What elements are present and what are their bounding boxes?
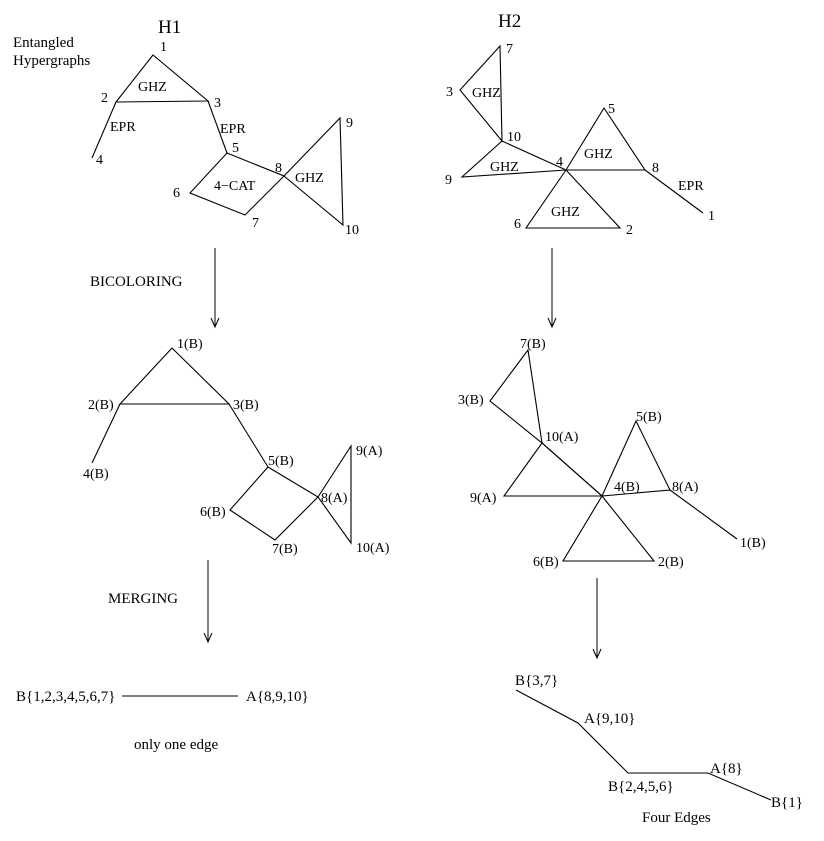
h2c-node-6: 6(B)	[533, 555, 559, 570]
h1m-caption: only one edge	[134, 737, 218, 753]
h2c-triangle-3-7-10	[489, 348, 543, 445]
h1-ghz-triangle-right	[283, 116, 344, 227]
h2-node-4: 4	[556, 155, 563, 170]
h2c-node-8: 8(A)	[672, 480, 699, 495]
h2c-triangle-9-10-4	[502, 442, 604, 497]
h2-edge-label-ghz-right: GHZ	[584, 147, 613, 162]
h2c-node-3: 3(B)	[458, 393, 484, 408]
h1-epr-edge-3-5	[207, 100, 228, 154]
h2c-node-7: 7(B)	[520, 337, 546, 352]
h1c-node-4: 4(B)	[83, 467, 109, 482]
h1c-square	[229, 466, 319, 541]
h1-edge-label-4cat: 4−CAT	[214, 179, 256, 194]
h1c-edge-3-5	[228, 403, 269, 468]
h1-epr-edge-2-4	[91, 101, 117, 159]
h1-node-1: 1	[160, 40, 167, 55]
h2-node-6: 6	[514, 217, 521, 232]
h2-node-2: 2	[626, 223, 633, 238]
h1-node-8: 8	[275, 161, 282, 176]
h1-node-4: 4	[96, 153, 103, 168]
h1-merging-arrow	[203, 560, 213, 644]
intro-label-line2: Hypergraphs	[13, 53, 90, 69]
h1c-node-3: 3(B)	[233, 398, 259, 413]
h2-ghz-triangle-9-10-4	[460, 140, 567, 178]
h1-graph: 1 2 3 4 5 6 7 8 9 10 GHZ EPR EPR 4−CAT G…	[91, 40, 359, 238]
h2c-node-1: 1(B)	[740, 536, 766, 551]
h2-ghz-triangle-4-5-8	[565, 106, 647, 171]
h2c-node-4: 4(B)	[614, 480, 640, 495]
h2-node-1: 1	[708, 209, 715, 224]
bicoloring-label: BICOLORING	[90, 274, 183, 290]
h2-node-7: 7	[506, 42, 513, 57]
h2-epr-edge-8-1	[644, 169, 704, 214]
h1c-node-5: 5(B)	[268, 454, 294, 469]
h2c-triangle-4-6-2	[562, 495, 656, 562]
h1-edge-label-ghz-right: GHZ	[295, 171, 324, 186]
h1-node-3: 3	[214, 96, 221, 111]
h2-node-9: 9	[445, 173, 452, 188]
h1c-triangle	[118, 347, 231, 405]
h2-node-5: 5	[608, 102, 615, 117]
h1c-node-7: 7(B)	[272, 542, 298, 557]
h2-bicoloring-arrow	[547, 248, 557, 329]
h2-graph: 1 2 3 4 5 6 7 8 9 10 GHZ GHZ GHZ GHZ EPR	[445, 42, 715, 238]
h2-node-8: 8	[652, 161, 659, 176]
h1c-triangle-right	[317, 444, 352, 545]
h2m-node-a910: A{9,10}	[584, 711, 635, 727]
h1-4cat-square	[189, 152, 285, 216]
h1-node-7: 7	[252, 216, 259, 231]
h2m-node-b1: B{1}	[771, 795, 803, 811]
h2c-node-10: 10(A)	[545, 430, 579, 445]
h2c-node-9: 9(A)	[470, 491, 497, 506]
h1-edge-label-ghz: GHZ	[138, 80, 167, 95]
h1-ghz-triangle	[114, 54, 210, 103]
h1c-node-6: 6(B)	[200, 505, 226, 520]
h1-node-6: 6	[173, 186, 180, 201]
h2c-node-2: 2(B)	[658, 555, 684, 570]
h1-node-10: 10	[345, 223, 359, 238]
h2m-node-b37: B{3,7}	[515, 673, 558, 689]
h2m-node-a8: A{8}	[710, 761, 743, 777]
h2-title: H2	[498, 11, 521, 32]
h2c-triangle-4-5-8	[601, 419, 671, 497]
h1-node-5: 5	[232, 141, 239, 156]
h1m-node-b: B{1,2,3,4,5,6,7}	[16, 689, 115, 705]
h1-merged-graph: B{1,2,3,4,5,6,7} A{8,9,10} only one edge	[16, 689, 309, 753]
h1c-node-1: 1(B)	[177, 337, 203, 352]
h2-ghz-triangle-3-7-10	[459, 44, 503, 143]
h2-edge-label-ghz-left: GHZ	[490, 160, 519, 175]
h2c-node-5: 5(B)	[636, 410, 662, 425]
h2-merging-arrow	[592, 578, 602, 660]
h1-node-2: 2	[101, 91, 108, 106]
h2-edge-label-ghz-bottom: GHZ	[551, 205, 580, 220]
intro-label-line1: Entangled	[13, 35, 74, 51]
h1-node-9: 9	[346, 116, 353, 131]
h2-colored-graph: 7(B) 3(B) 10(A) 9(A) 4(B) 5(B) 8(A) 1(B)…	[458, 337, 766, 570]
h1c-node-8: 8(A)	[321, 491, 348, 506]
h2m-path	[515, 689, 772, 801]
h2c-edge-8-1	[669, 489, 738, 540]
h2-node-10: 10	[507, 130, 521, 145]
h1c-node-9: 9(A)	[356, 444, 383, 459]
h2m-caption: Four Edges	[642, 810, 711, 826]
h1c-node-2: 2(B)	[88, 398, 114, 413]
h2-merged-graph: B{3,7} A{9,10} B{2,4,5,6} A{8} B{1} Four…	[515, 673, 803, 826]
h1-title: H1	[158, 17, 181, 38]
h1c-edge-2-4	[91, 403, 121, 464]
h1-edge-label-epr-right: EPR	[220, 122, 246, 137]
h1-colored-graph: 1(B) 2(B) 3(B) 4(B) 5(B) 6(B) 7(B) 8(A) …	[83, 337, 390, 557]
h2-node-3: 3	[446, 85, 453, 100]
h1c-node-10: 10(A)	[356, 541, 390, 556]
h2m-node-b2456: B{2,4,5,6}	[608, 779, 674, 795]
h1m-node-a: A{8,9,10}	[246, 689, 309, 705]
h2-edge-label-ghz-top: GHZ	[472, 86, 501, 101]
merging-label: MERGING	[108, 591, 178, 607]
h2-ghz-triangle-4-6-2	[524, 169, 622, 229]
h1-bicoloring-arrow	[210, 248, 220, 329]
h1-edge-label-epr-left: EPR	[110, 120, 136, 135]
h2-edge-label-epr: EPR	[678, 179, 704, 194]
